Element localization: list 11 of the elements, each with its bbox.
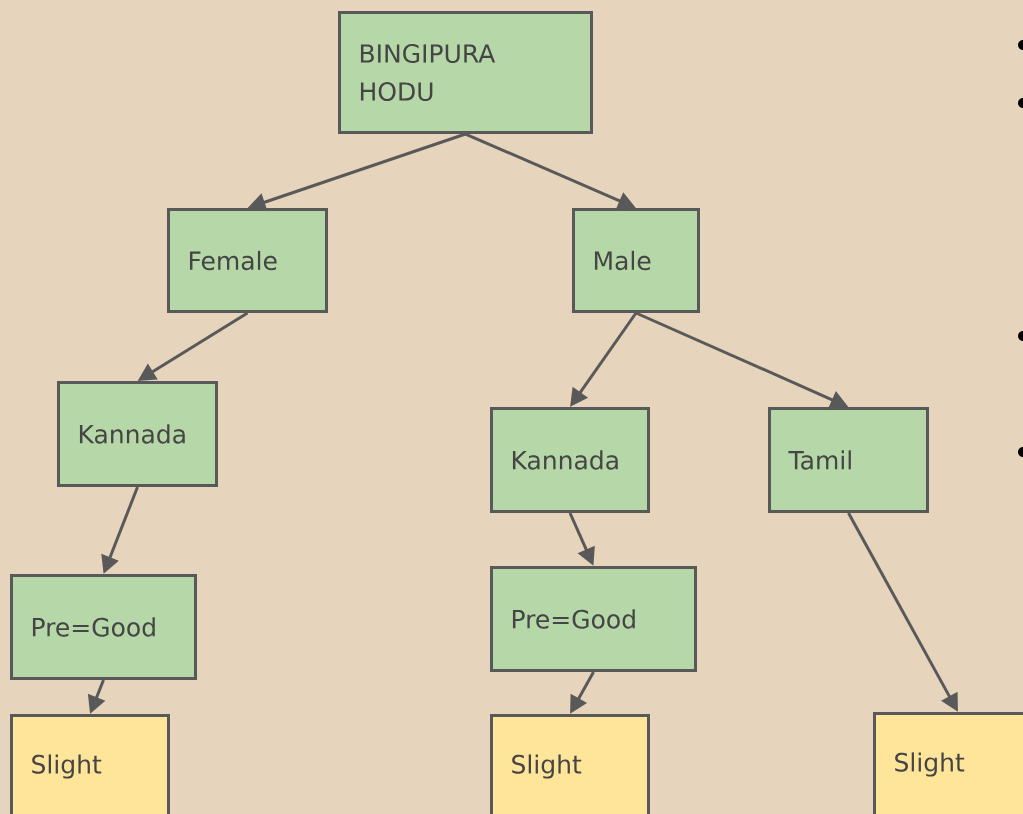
decision-box: Kannada	[490, 407, 650, 513]
leaf-box: Slight	[490, 714, 650, 814]
decision-box: Tamil	[768, 407, 929, 513]
decision-box: Pre=Good	[490, 566, 697, 672]
decision-box: Pre=Good	[10, 574, 197, 680]
decision-box: Female	[167, 208, 328, 313]
leaf-box: Slight	[873, 712, 1023, 814]
decision-box: Male	[572, 208, 700, 313]
decision-box: BINGIPURA HODU	[338, 11, 593, 134]
decision-box: Kannada	[57, 381, 218, 487]
leaf-box: Slight	[10, 714, 170, 814]
